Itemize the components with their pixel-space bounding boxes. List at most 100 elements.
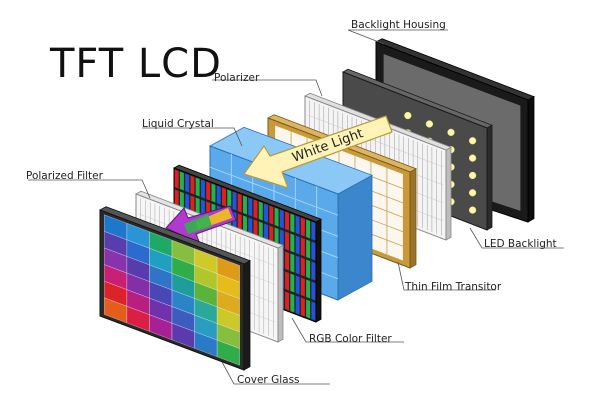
rgb-subpixel (243, 195, 247, 215)
rgb-subpixel (216, 185, 221, 205)
label-cover-glass: Cover Glass (237, 374, 300, 386)
rgb-subpixel (221, 187, 226, 207)
label-polarizer: Polarizer (214, 72, 260, 84)
rgb-subpixel (279, 209, 284, 229)
colored-light-arrow (165, 205, 237, 245)
crystal-grid-line (209, 166, 339, 216)
polarizer-layer-side (445, 146, 452, 241)
polarized-filter-layer-side (277, 244, 284, 343)
label-led-backlight: LED Backlight (484, 238, 557, 250)
rgb-subpixel (264, 223, 269, 243)
rgb-subpixel (311, 261, 316, 281)
rgb-subpixel (295, 235, 300, 255)
rgb-subpixel (269, 225, 274, 245)
cover-glass-layer-side (243, 260, 251, 371)
rgb-subpixel (264, 203, 269, 223)
rgb-subpixel (174, 189, 179, 209)
rgb-color-filter-layer-side (315, 218, 322, 323)
rgb-subpixel (306, 279, 311, 299)
cover-glass-layer (99, 206, 251, 371)
thin-film-transistor-layer-side (409, 168, 417, 269)
label-rgb-color-filter: RGB Color Filter (309, 333, 392, 345)
rgb-subpixel (311, 241, 316, 261)
leader-cover-glass (221, 361, 330, 385)
rgb-subpixel (185, 173, 190, 193)
rgb-subpixel (306, 239, 311, 259)
led-backlight-layer-side (486, 124, 493, 231)
rgb-subpixel (300, 237, 305, 257)
led-dot-icon (468, 189, 477, 197)
rgb-subpixel (285, 211, 290, 231)
label-polarized-filter: Polarized Filter (26, 170, 103, 182)
backlight-housing-layer-side (527, 96, 535, 223)
leader-thin-film-transistor (397, 261, 496, 291)
diagram-title: TFT LCD (50, 41, 222, 87)
rgb-subpixel (285, 271, 290, 291)
rgb-subpixel (190, 175, 195, 195)
led-dot-icon (468, 154, 477, 162)
rgb-subpixel (311, 221, 316, 241)
rgb-subpixel (258, 201, 263, 221)
rgb-subpixel (311, 301, 316, 321)
leader-led-backlight (469, 227, 564, 249)
rgb-subpixel (295, 255, 300, 275)
rgb-subpixel (274, 227, 279, 247)
rgb-subpixel (285, 291, 290, 311)
led-dot-icon (447, 128, 455, 137)
rgb-subpixel (300, 217, 305, 237)
rgb-subpixel (211, 183, 216, 203)
rgb-subpixel (295, 275, 300, 295)
liquid-crystal-layer-side (337, 174, 373, 301)
rgb-subpixel (195, 197, 200, 217)
rgb-subpixel (285, 231, 290, 251)
label-thin-film-transistor: Thin Film Transitor (405, 281, 502, 293)
leader-rgb-color-filter (291, 317, 404, 343)
leader-liquid-crystal (142, 127, 243, 147)
led-dot-icon (425, 120, 434, 128)
rgb-subpixel (290, 253, 295, 273)
rgb-subpixel (253, 219, 258, 239)
rgb-subpixel (290, 273, 295, 293)
rgb-subpixel (174, 169, 179, 189)
led-dot-icon (468, 137, 477, 145)
rgb-subpixel (306, 299, 311, 319)
rgb-subpixel (200, 179, 205, 199)
rgb-subpixel (279, 229, 284, 249)
rgb-subpixel (258, 221, 263, 241)
rgb-subpixel (243, 215, 247, 235)
rgb-subpixel (295, 295, 300, 315)
rgb-subpixel (253, 199, 258, 219)
white-light-arrow-shape (243, 115, 393, 189)
leader-polarized-filter (28, 179, 151, 199)
rgb-subpixel (269, 205, 274, 225)
rgb-subpixel (237, 193, 242, 213)
leader-backlight-housing (347, 29, 448, 45)
rgb-subpixel (300, 297, 305, 317)
rgb-subpixel (306, 259, 311, 279)
rgb-subpixel (179, 191, 184, 211)
led-dot-icon (468, 171, 477, 180)
rgb-subpixel (290, 233, 295, 253)
leader-polarizer (212, 79, 323, 97)
led-dot-icon (468, 206, 477, 214)
rgb-subpixel (185, 193, 190, 213)
rgb-subpixel (300, 257, 305, 277)
cover-glass-cell (216, 339, 240, 366)
rgb-subpixel (248, 217, 253, 237)
rgb-subpixel (227, 189, 232, 209)
rgb-subpixel (274, 207, 279, 227)
led-dot-icon (404, 111, 412, 120)
rgb-subpixel (285, 251, 290, 271)
rgb-subpixel (248, 197, 253, 217)
rgb-subpixel (179, 171, 184, 191)
rgb-subpixel (237, 213, 242, 233)
label-backlight-housing: Backlight Housing (351, 19, 446, 31)
rgb-subpixel (311, 281, 316, 301)
rgb-subpixel (300, 277, 305, 297)
rgb-subpixel (295, 215, 300, 235)
colored-light-arrow-band (184, 214, 212, 234)
rgb-subpixel (195, 177, 200, 197)
rgb-subpixel (290, 213, 295, 233)
polarizer-grid-line (307, 114, 444, 168)
